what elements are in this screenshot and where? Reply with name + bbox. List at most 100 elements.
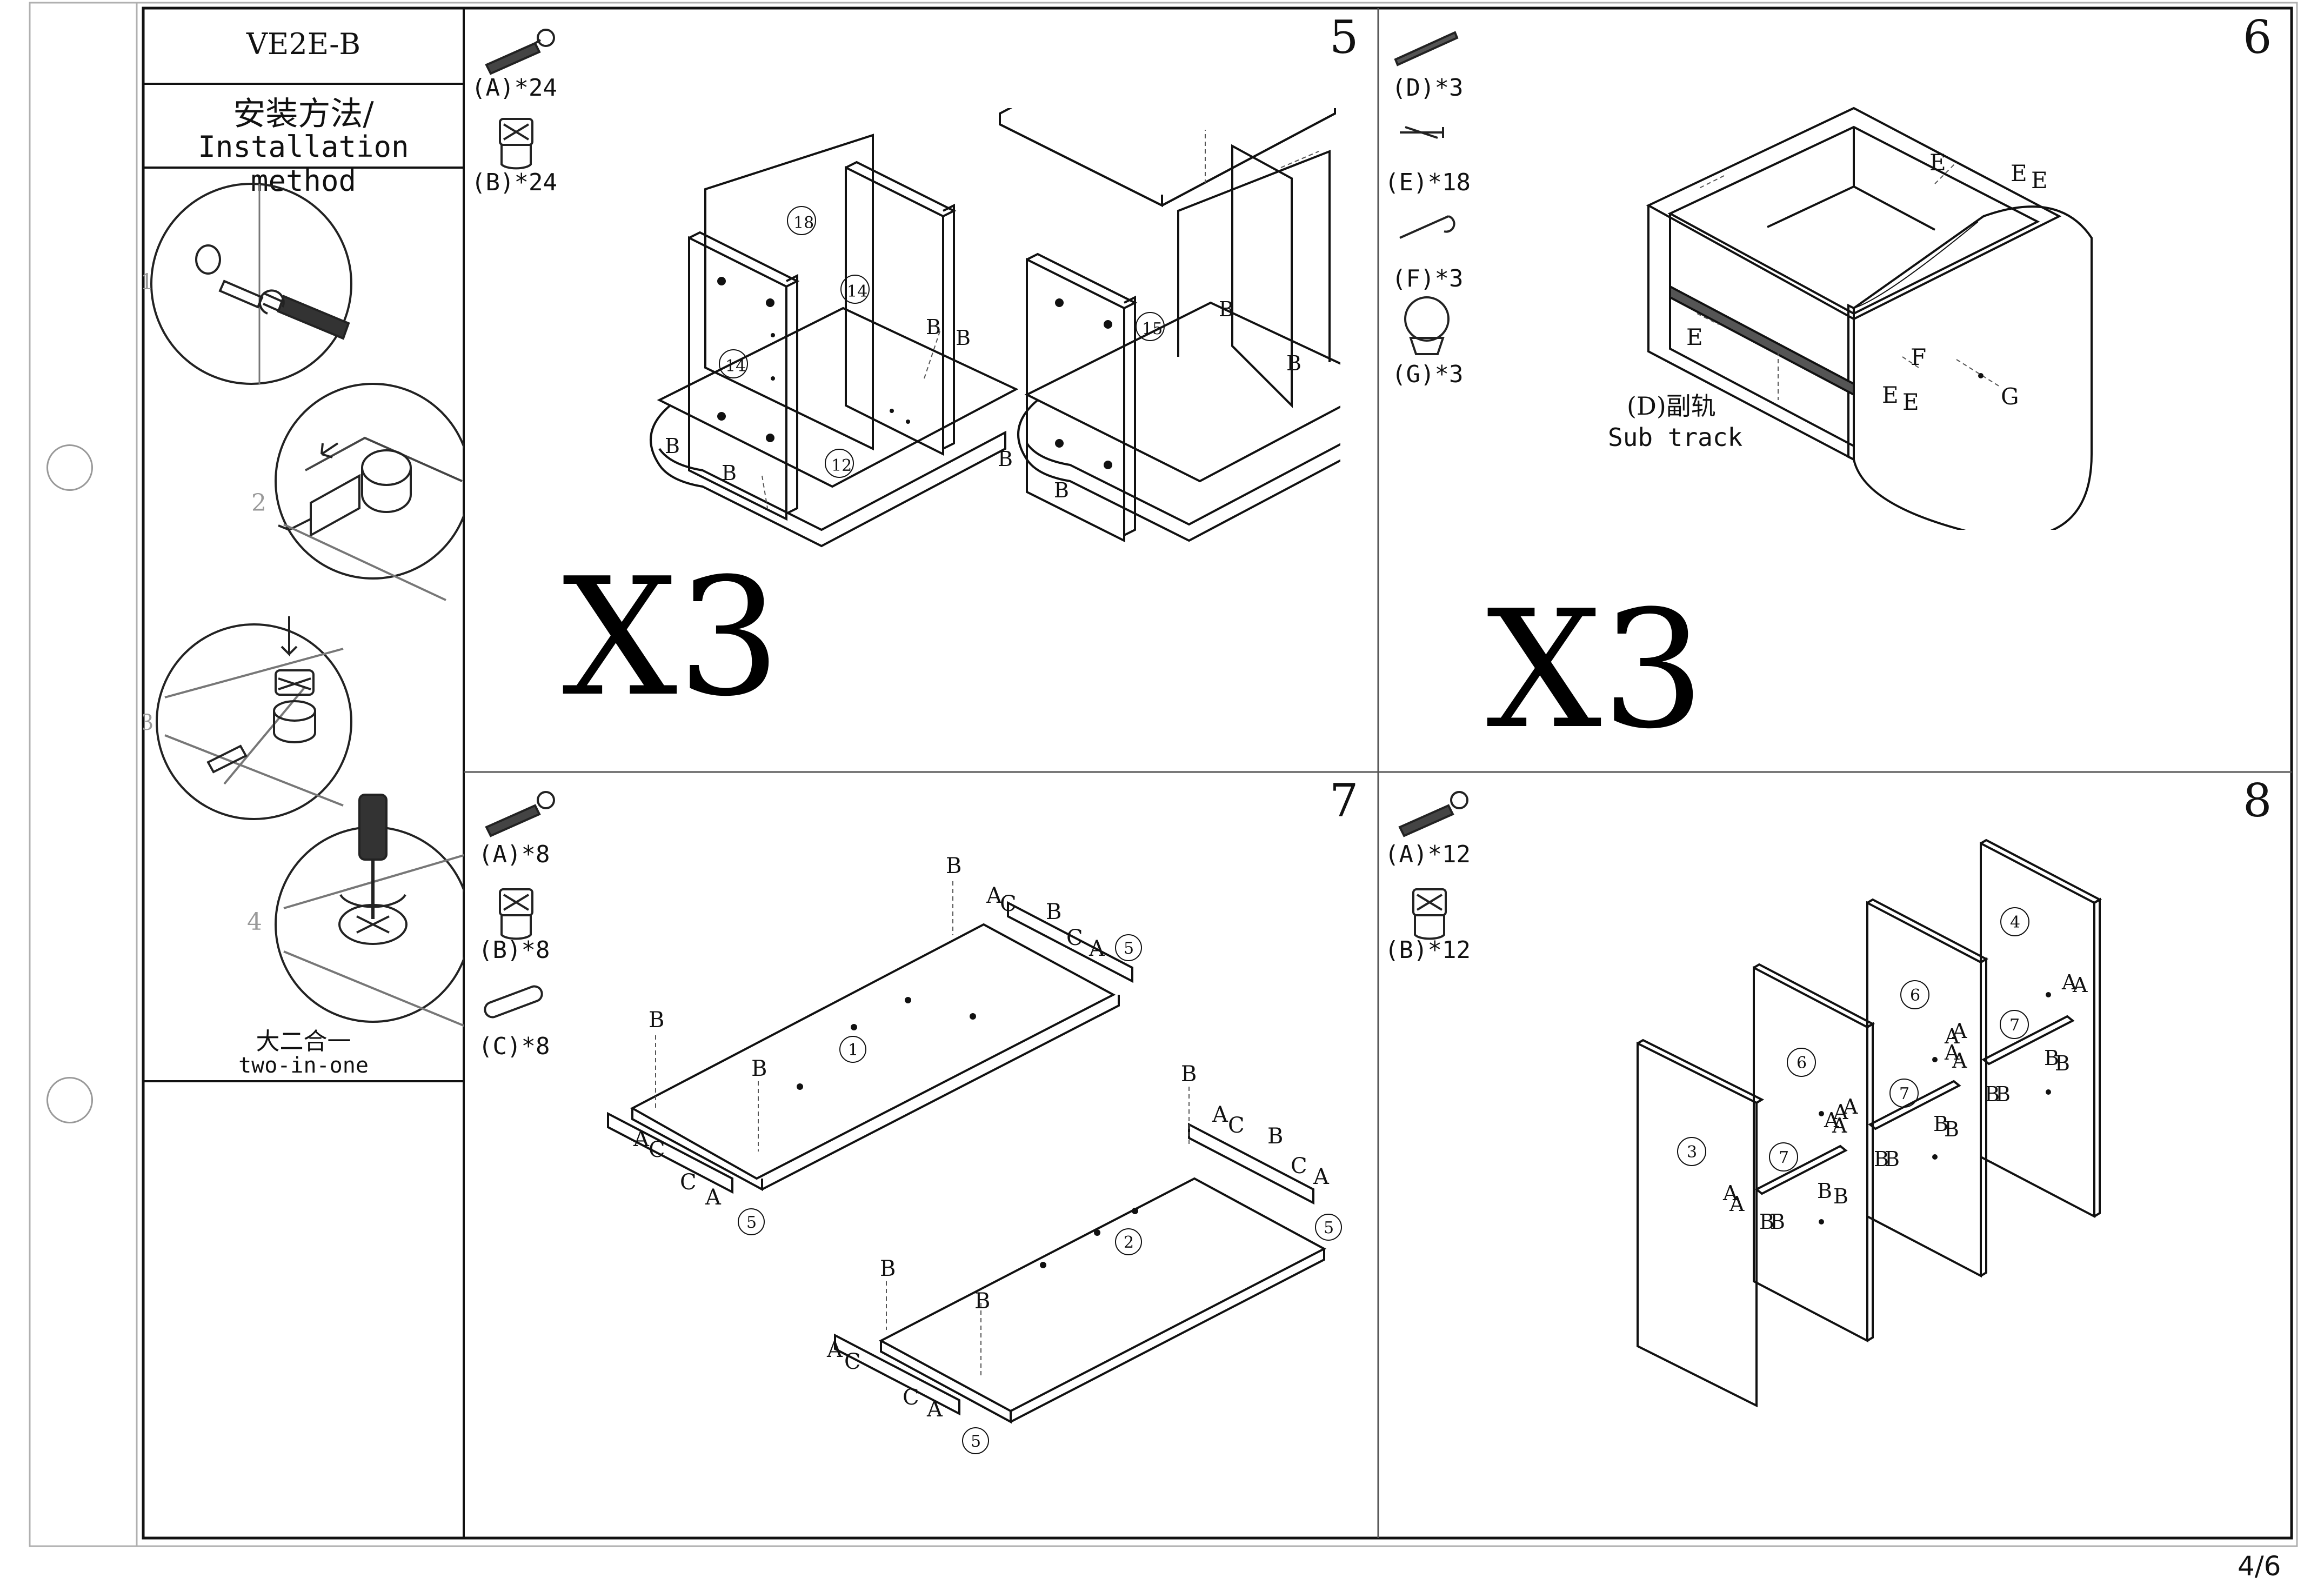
hardware-g-qty-6: (G)*3 [1392,361,1464,388]
cam-lock-instructions: 1 2 3 4 [143,183,464,1027]
svg-text:6: 6 [1910,986,1920,1005]
svg-text:B: B [956,326,971,350]
svg-text:B: B [946,854,961,878]
hardware-icons-8 [1398,791,1468,940]
svg-text:B: B [998,447,1013,471]
svg-text:1: 1 [143,270,153,295]
svg-text:A: A [1952,1019,1967,1043]
svg-text:C: C [649,1137,665,1162]
svg-text:G: G [2001,383,2019,410]
hardware-d-qty-6: (D)*3 [1392,74,1464,102]
svg-text:E: E [2011,160,2027,187]
step-number-5: 5 [1330,11,1359,64]
svg-text:A: A [1944,1041,1960,1064]
svg-text:B: B [2044,1046,2059,1070]
svg-text:7: 7 [1899,1084,1909,1103]
hardware-a-qty-8: (A)*12 [1385,841,1471,868]
svg-text:A: A [926,1397,943,1422]
svg-text:3: 3 [143,710,153,735]
svg-text:B: B [926,315,941,339]
svg-text:A: A [1824,1108,1839,1132]
svg-text:B: B [665,434,680,458]
svg-text:B: B [649,1008,664,1033]
svg-text:4: 4 [247,908,262,936]
svg-text:A: A [986,883,1003,908]
hardware-b-qty-7: (B)*8 [478,936,550,964]
svg-text:B: B [1995,1082,2011,1106]
svg-text:B: B [1833,1184,1848,1208]
svg-text:B: B [1219,297,1234,321]
svg-text:E: E [1882,382,1899,408]
svg-text:B: B [1759,1210,1774,1234]
binder-hole-bottom [46,1077,93,1123]
svg-text:C: C [903,1385,919,1410]
svg-text:A: A [1842,1095,1858,1119]
svg-text:4: 4 [2010,913,2020,932]
svg-text:A: A [705,1185,722,1210]
svg-text:B: B [1770,1210,1785,1234]
svg-text:1: 1 [848,1041,858,1060]
svg-text:F: F [1911,344,1926,370]
svg-text:E: E [2031,167,2048,194]
hardware-c-qty-7: (C)*8 [478,1033,550,1060]
step-number-6: 6 [2243,11,2272,64]
svg-text:E: E [1929,149,1946,176]
svg-text:B: B [880,1256,896,1281]
svg-text:B: B [1985,1082,2000,1106]
svg-text:A: A [2072,973,2088,997]
svg-text:B: B [722,461,737,485]
svg-text:12: 12 [831,456,852,475]
svg-text:14: 14 [847,282,867,301]
multiplier-5: X3 [562,543,781,732]
method-title-en: Installation method [198,130,409,198]
hardware-a-qty-5: (A)*24 [471,74,557,102]
svg-text:B: B [1181,1062,1197,1087]
hardware-icons-6 [1394,31,1459,355]
step-number-8: 8 [2243,774,2272,827]
svg-text:C: C [1000,891,1017,916]
svg-text:18: 18 [793,214,814,232]
svg-text:B: B [751,1056,767,1081]
svg-text:A: A [2061,970,2077,994]
model-code: VE2E-B [246,27,361,61]
svg-text:6: 6 [1797,1054,1807,1073]
multiplier-6: X3 [1486,576,1705,764]
svg-text:2: 2 [1124,1233,1134,1252]
svg-text:A: A [1729,1192,1745,1216]
svg-text:B: B [1817,1179,1832,1203]
svg-text:3: 3 [1687,1143,1697,1162]
svg-text:14: 14 [725,357,746,376]
svg-text:5: 5 [971,1432,981,1451]
svg-text:B: B [2055,1051,2070,1075]
svg-text:B: B [1267,1124,1283,1149]
svg-text:A: A [633,1127,650,1152]
svg-text:A: A [1722,1181,1738,1205]
method-title-zh: 安装方法/ [233,95,374,133]
hardware-b-qty-8: (B)*12 [1385,936,1471,964]
svg-text:A: A [1212,1102,1228,1127]
svg-text:B: B [1054,478,1069,502]
svg-text:A: A [1833,1100,1848,1124]
svg-text:5: 5 [1124,939,1134,958]
svg-text:A: A [826,1337,843,1362]
svg-text:E: E [1902,389,1919,415]
hardware-icons-7 [484,791,555,1019]
svg-text:C: C [844,1349,861,1374]
svg-text:B: B [1046,900,1061,924]
svg-text:B: B [1286,351,1301,375]
sub-track-label-en: Sub track [1608,423,1743,452]
svg-text:B: B [1933,1112,1948,1136]
svg-text:A: A [1313,1164,1330,1189]
svg-text:A: A [1952,1049,1967,1073]
svg-text:7: 7 [2009,1016,2020,1035]
svg-text:B: B [1944,1117,1959,1141]
svg-text:E: E [1686,324,1703,350]
combo-label-zh: 大二合一 [256,1028,351,1055]
hardware-icons-5 [485,29,555,170]
svg-text:A: A [1832,1114,1847,1137]
